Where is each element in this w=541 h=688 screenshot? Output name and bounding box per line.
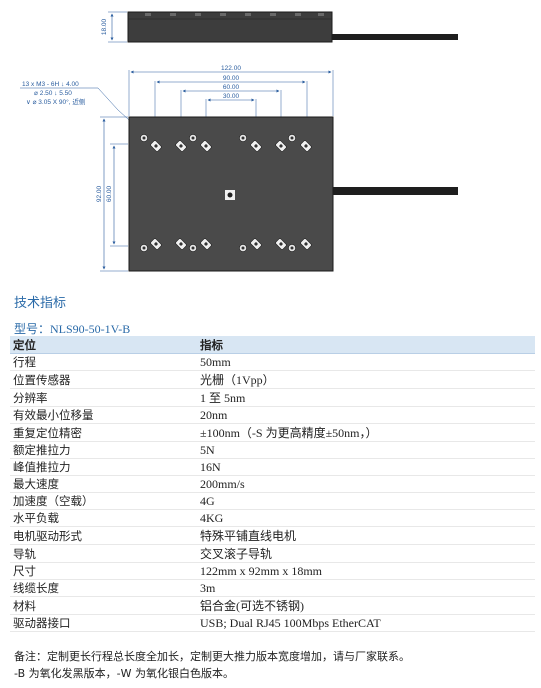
screw-slot xyxy=(150,238,162,250)
screw-slot xyxy=(275,140,287,152)
svg-text:⌀ 2.50 ↓ 5.50: ⌀ 2.50 ↓ 5.50 xyxy=(34,90,72,97)
note-line-1: 备注：定制更长行程总长度全加长，定制更大推力版本宽度增加，请与厂家联系。 xyxy=(14,650,410,663)
side-height-dimension: 18.00 xyxy=(101,18,108,35)
screw-slot xyxy=(175,238,187,250)
screw-slot xyxy=(150,140,162,152)
header-item: 定位 xyxy=(10,336,197,354)
spec-value: 4G xyxy=(197,492,535,510)
spec-value: 122mm x 92mm x 18mm xyxy=(197,562,535,580)
spec-name: 重复定位精密 xyxy=(10,423,197,442)
mount-hole xyxy=(239,244,247,252)
table-row: 电机驱动形式特殊平铺直线电机 xyxy=(10,526,535,545)
mount-hole xyxy=(189,244,197,252)
spec-value: USB; Dual RJ45 100Mbps EtherCAT xyxy=(197,614,535,632)
section-title: 技术指标 xyxy=(14,296,67,311)
spec-value: 4KG xyxy=(197,509,535,527)
spec-value: 特殊平铺直线电机 xyxy=(197,526,535,545)
spec-name: 加速度（空载） xyxy=(10,492,197,510)
screw-slot xyxy=(275,238,287,250)
spec-name: 电机驱动形式 xyxy=(10,526,197,545)
spec-name: 导轨 xyxy=(10,544,197,563)
spec-value: ±100nm（-S 为更高精度±50nm，） xyxy=(197,423,535,442)
spec-name: 分辨率 xyxy=(10,388,197,407)
table-row: 导轨交叉滚子导轨 xyxy=(10,544,535,563)
mount-hole xyxy=(140,244,148,252)
screw-slot xyxy=(175,140,187,152)
spec-name: 尺寸 xyxy=(10,562,197,580)
table-row: 重复定位精密±100nm（-S 为更高精度±50nm，） xyxy=(10,423,535,442)
spec-name: 线缆长度 xyxy=(10,579,197,597)
height-dimension-60: 60.00 xyxy=(106,185,113,202)
spec-value: 20nm xyxy=(197,406,535,424)
screw-slot xyxy=(200,140,212,152)
model-number: 型号：NLS90-50-1V-B xyxy=(14,322,131,336)
mount-hole xyxy=(288,134,296,142)
side-view: 18.00 xyxy=(101,11,458,43)
spec-value: 铝合金(可选不锈钢) xyxy=(197,596,535,615)
spec-name: 驱动器接口 xyxy=(10,614,197,632)
mount-hole xyxy=(239,134,247,142)
spec-value: 50mm xyxy=(197,353,535,371)
svg-text:13 x M3 - 6H ↓ 4.00: 13 x M3 - 6H ↓ 4.00 xyxy=(22,81,79,88)
mount-hole xyxy=(140,134,148,142)
spec-name: 水平负载 xyxy=(10,509,197,527)
header-value: 指标 xyxy=(197,336,535,354)
screw-slot xyxy=(250,140,262,152)
width-dimension-122: 122.00 xyxy=(221,65,241,72)
notes: 备注：定制更长行程总长度全加长，定制更大推力版本宽度增加，请与厂家联系。 -B … xyxy=(14,648,410,682)
spec-table-header: 定位 指标 xyxy=(10,336,535,354)
spec-value: 16N xyxy=(197,458,535,476)
width-dimension-90: 90.00 xyxy=(223,75,240,82)
screw-slot xyxy=(250,238,262,250)
note-line-2: -B 为氧化发黑版本，-W 为氧化银白色版本。 xyxy=(14,667,234,680)
width-dimension-30: 30.00 xyxy=(223,93,240,100)
table-row: 加速度（空载）4G xyxy=(10,492,535,510)
screw-slot xyxy=(300,238,312,250)
spec-value: 200mm/s xyxy=(197,475,535,493)
spec-name: 行程 xyxy=(10,353,197,371)
height-dimension-92: 92.00 xyxy=(96,185,103,202)
spec-name: 峰值推拉力 xyxy=(10,458,197,476)
spec-value: 光栅（1Vpp） xyxy=(197,370,535,389)
spec-name: 额定推拉力 xyxy=(10,441,197,459)
screw-slot xyxy=(200,238,212,250)
spec-name: 最大速度 xyxy=(10,475,197,493)
mount-hole xyxy=(288,244,296,252)
screw-slot xyxy=(300,140,312,152)
table-row: 位置传感器光栅（1Vpp） xyxy=(10,370,535,389)
mount-hole xyxy=(189,134,197,142)
spec-name: 位置传感器 xyxy=(10,370,197,389)
spec-name: 有效最小位移量 xyxy=(10,406,197,424)
spec-name: 材料 xyxy=(10,596,197,615)
spec-value: 1 至 5nm xyxy=(197,388,535,407)
width-dimension-60: 60.00 xyxy=(223,84,240,91)
table-row: 材料铝合金(可选不锈钢) xyxy=(10,596,535,615)
top-view: 92.00 60.00 xyxy=(96,116,458,272)
spec-value: 5N xyxy=(197,441,535,459)
spec-value: 交叉滚子导轨 xyxy=(197,544,535,563)
svg-text:∨ ⌀ 3.05 X 90°, 近侧: ∨ ⌀ 3.05 X 90°, 近侧 xyxy=(26,97,85,106)
spec-value: 3m xyxy=(197,579,535,597)
technical-drawing: 18.00 122.00 90.00 60.00 30.00 13 x M3 -… xyxy=(20,11,458,272)
